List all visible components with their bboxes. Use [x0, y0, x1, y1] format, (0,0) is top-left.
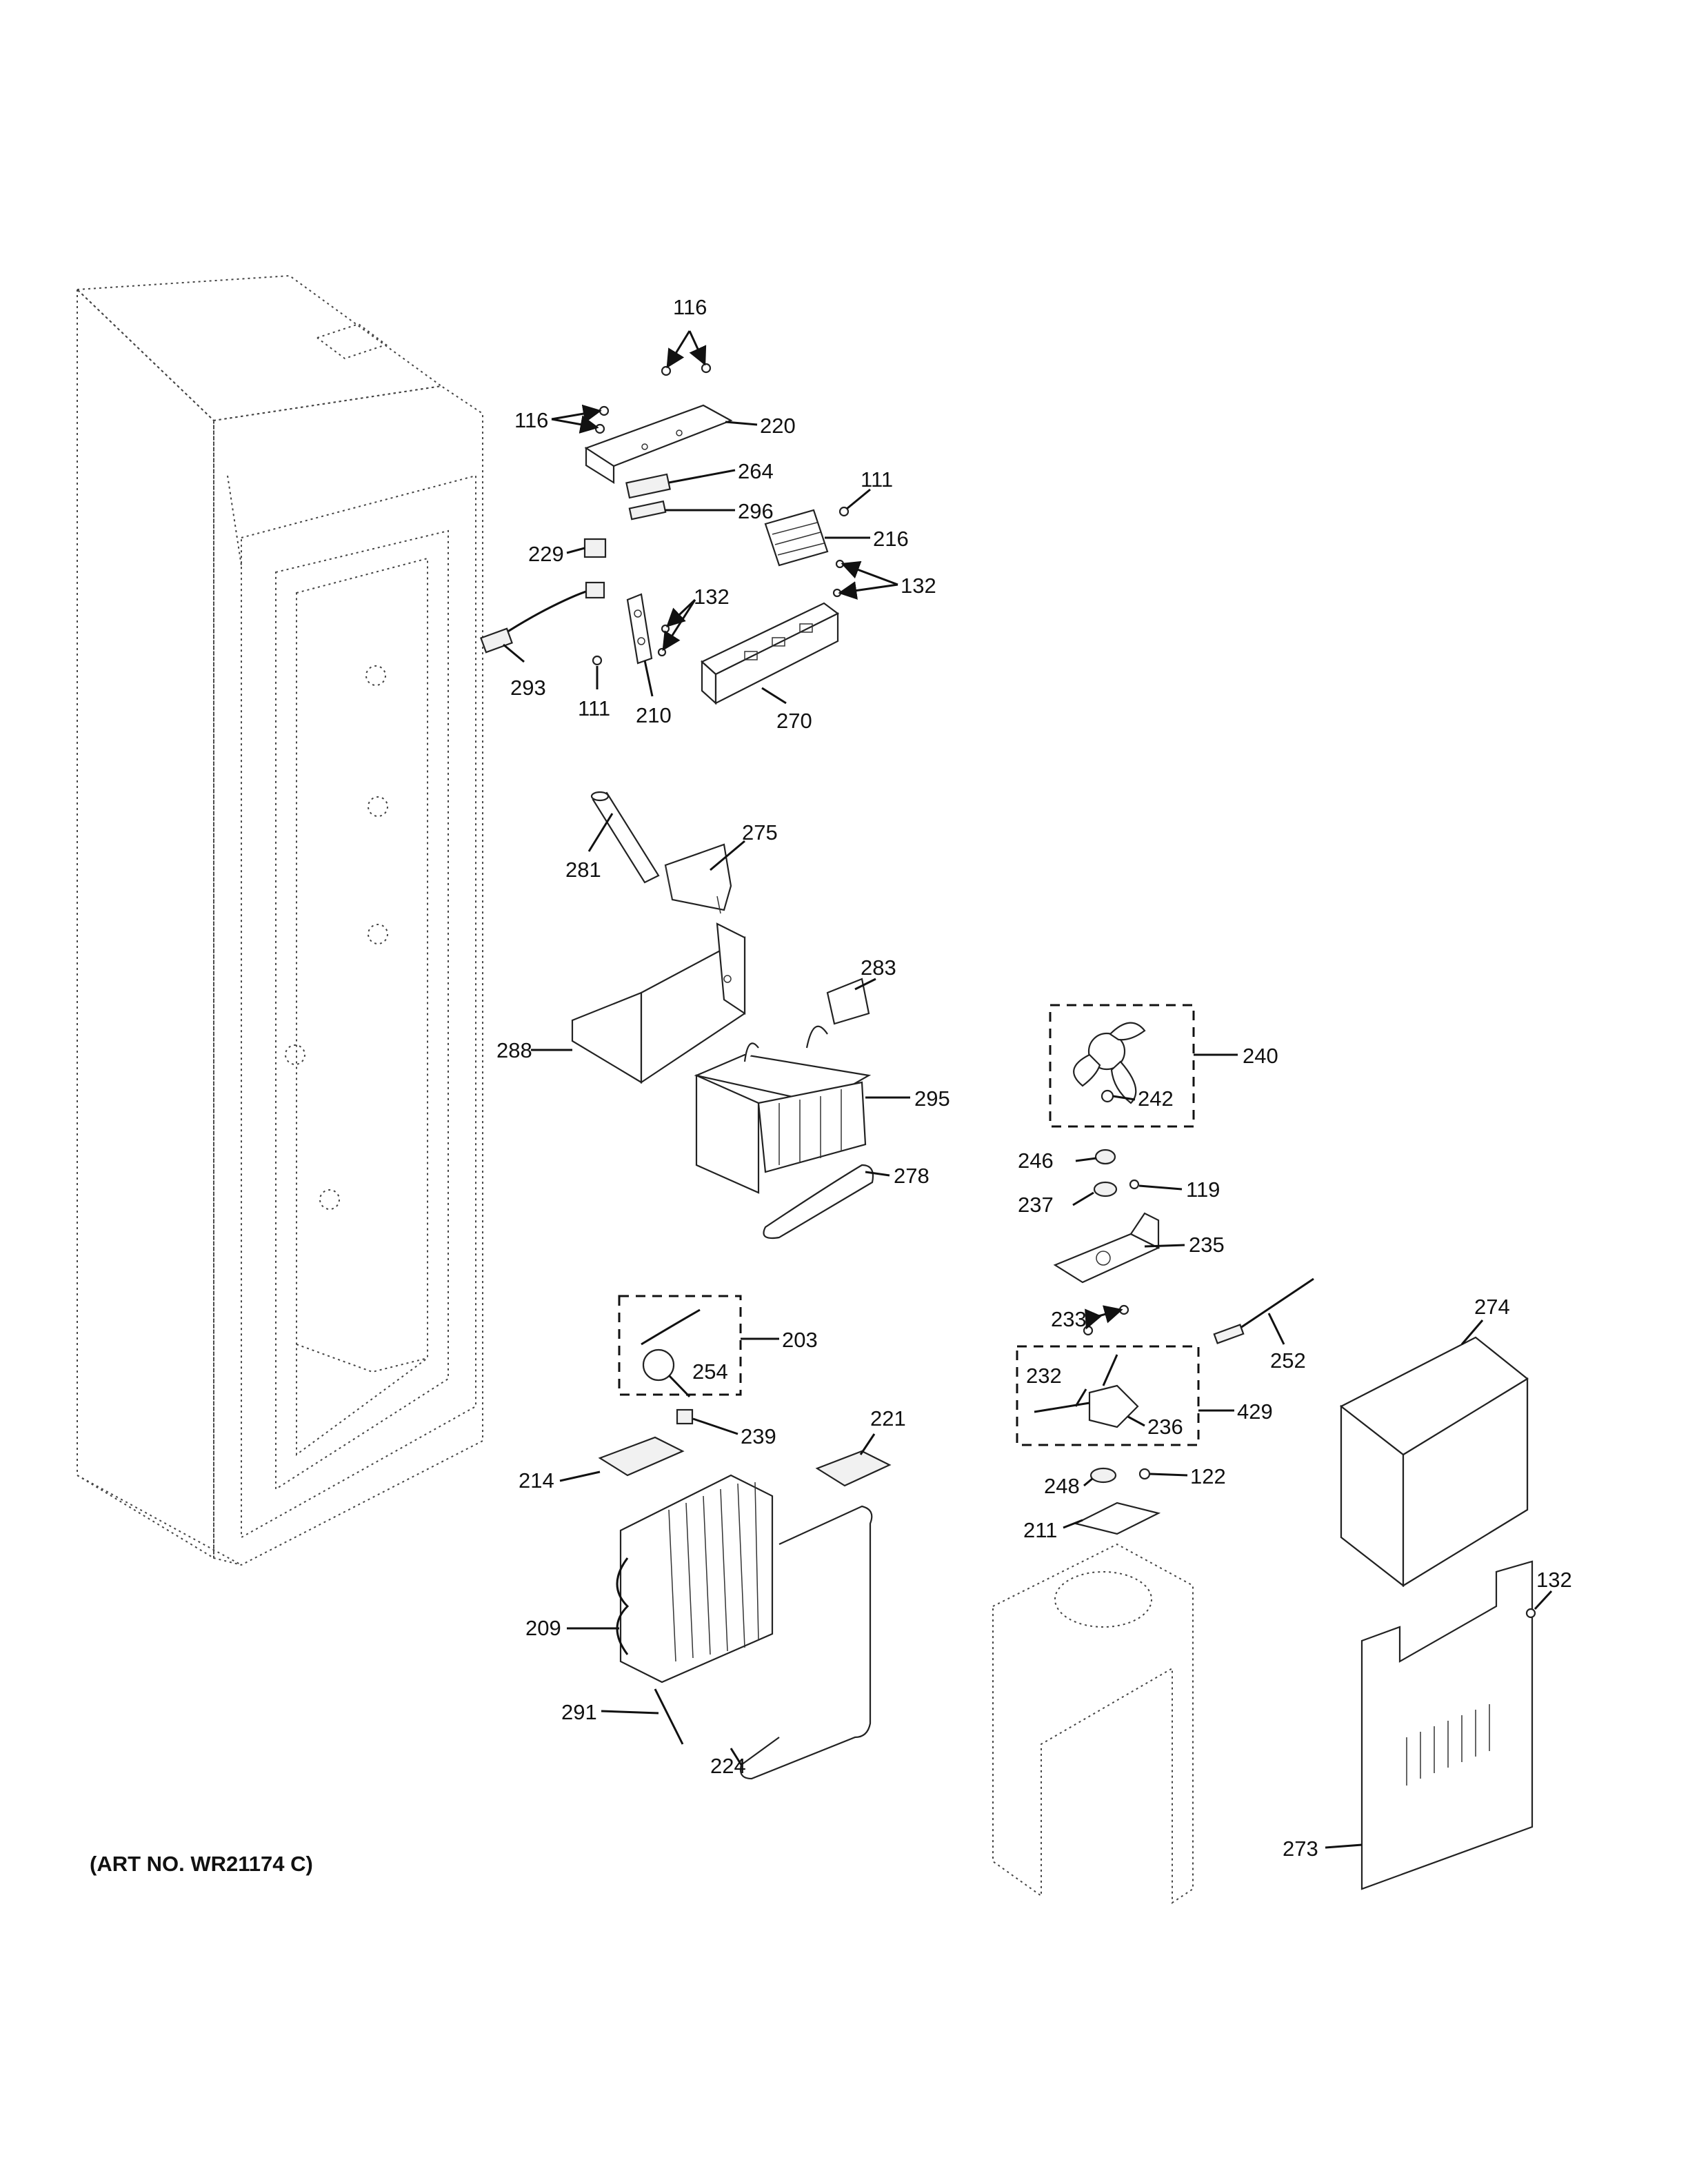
- defrost-heater-224: [739, 1505, 873, 1780]
- callout-239: 239: [741, 1424, 776, 1448]
- screw-122: [1138, 1468, 1151, 1480]
- pad-214: [598, 1436, 685, 1477]
- part-248: [1089, 1467, 1117, 1484]
- callout-216: 216: [873, 527, 909, 551]
- part-246: [1094, 1149, 1116, 1165]
- screw-132-a: [835, 559, 845, 569]
- callout-224: 224: [710, 1754, 746, 1778]
- control-cover-220: [584, 404, 733, 484]
- ice-shutoff-arm-278: [763, 1164, 874, 1240]
- callout-221: 221: [870, 1406, 906, 1430]
- clip-239: [676, 1408, 694, 1425]
- callout-296: 296: [738, 499, 774, 523]
- callout-273: 273: [1283, 1837, 1318, 1861]
- screw-111-bottom: [592, 655, 603, 666]
- fan-housing: [992, 1543, 1194, 1904]
- fill-cup-275: [664, 843, 732, 914]
- callout-264: 264: [738, 459, 774, 483]
- callout-281: 281: [565, 858, 601, 882]
- nut-242: [1101, 1089, 1114, 1103]
- callout-211: 211: [1023, 1518, 1057, 1542]
- callout-278: 278: [894, 1164, 930, 1188]
- icemaker-bracket-288: [571, 922, 746, 1084]
- fan-blade-kit-240-box: [1049, 1004, 1195, 1128]
- callout-283: 283: [861, 956, 896, 980]
- callout-132-right: 132: [901, 574, 936, 598]
- rear-panel-273: [1360, 1560, 1534, 1890]
- callout-236: 236: [1147, 1415, 1183, 1439]
- callout-288: 288: [496, 1038, 532, 1062]
- control-board-270: [701, 602, 840, 705]
- thermistor-232: [1034, 1402, 1090, 1413]
- callout-429: 429: [1237, 1399, 1273, 1424]
- callout-111-bottom: 111: [578, 696, 610, 720]
- callout-132-panel: 132: [1536, 1568, 1572, 1592]
- screw-132-b: [832, 588, 842, 598]
- callout-229: 229: [528, 542, 564, 566]
- part-237: [1093, 1181, 1118, 1197]
- callout-132-center: 132: [694, 585, 730, 609]
- evaporator-cover-274: [1339, 1336, 1529, 1588]
- leader-lines: [503, 330, 1553, 1849]
- part-296: [628, 500, 667, 520]
- art-number: (ART NO. WR21174 C): [90, 1852, 313, 1876]
- callout-246: 246: [1018, 1149, 1054, 1173]
- callout-119: 119: [1186, 1177, 1220, 1202]
- part-283: [826, 978, 870, 1025]
- fan-motor-kit-429-box: [1016, 1345, 1200, 1446]
- callout-270: 270: [776, 709, 812, 733]
- harness-293: [480, 581, 605, 654]
- callout-242: 242: [1138, 1086, 1174, 1111]
- fan-motor-236: [1088, 1354, 1139, 1428]
- bracket-210: [626, 593, 653, 665]
- part-291: [654, 1688, 684, 1745]
- callout-116-top: 116: [673, 295, 707, 319]
- fill-tube-281: [590, 791, 660, 884]
- sensor-252: [1213, 1277, 1314, 1344]
- callout-233: 233: [1051, 1307, 1087, 1331]
- evaporator-209: [616, 1474, 774, 1684]
- callout-203: 203: [782, 1328, 818, 1352]
- callout-116-left: 116: [514, 408, 548, 432]
- fan-bracket-235: [1053, 1212, 1160, 1284]
- callout-293: 293: [510, 676, 546, 700]
- screw-111-top: [838, 506, 850, 517]
- callout-237: 237: [1018, 1193, 1054, 1217]
- screw-119: [1129, 1179, 1140, 1190]
- freezer-cabinet-liner: [75, 274, 483, 1566]
- defrost-thermostat-kit-203-box: [618, 1295, 742, 1396]
- callout-252: 252: [1270, 1348, 1306, 1373]
- fan-blade-240: [1073, 1022, 1146, 1104]
- callout-275: 275: [742, 820, 778, 845]
- defrost-thermostat-254: [641, 1308, 701, 1382]
- callout-111-top: 111: [861, 467, 893, 492]
- cabinet-screw-holes: [285, 665, 388, 1210]
- screw-132-d: [657, 647, 667, 657]
- callout-214: 214: [519, 1468, 554, 1493]
- icemaker-295: [694, 1025, 872, 1194]
- callout-210: 210: [636, 703, 672, 727]
- callout-209: 209: [525, 1616, 561, 1640]
- callout-291: 291: [561, 1700, 597, 1724]
- callout-274: 274: [1474, 1295, 1510, 1319]
- part-229: [583, 538, 607, 558]
- bracket-216: [764, 509, 829, 567]
- callout-232: 232: [1026, 1364, 1062, 1388]
- callout-254: 254: [692, 1359, 728, 1384]
- callout-248: 248: [1044, 1474, 1080, 1498]
- part-264: [625, 473, 671, 499]
- callout-235: 235: [1189, 1233, 1225, 1257]
- screw-132-panel: [1525, 1608, 1536, 1619]
- callout-240: 240: [1243, 1044, 1278, 1068]
- callout-labels: 116 116 220 264 296 111 216 229 132 132 …: [496, 295, 1572, 1861]
- callout-295: 295: [914, 1086, 950, 1111]
- bracket-211: [1073, 1502, 1161, 1535]
- callout-122: 122: [1190, 1464, 1226, 1488]
- callout-220: 220: [760, 414, 796, 438]
- pad-221: [815, 1450, 892, 1487]
